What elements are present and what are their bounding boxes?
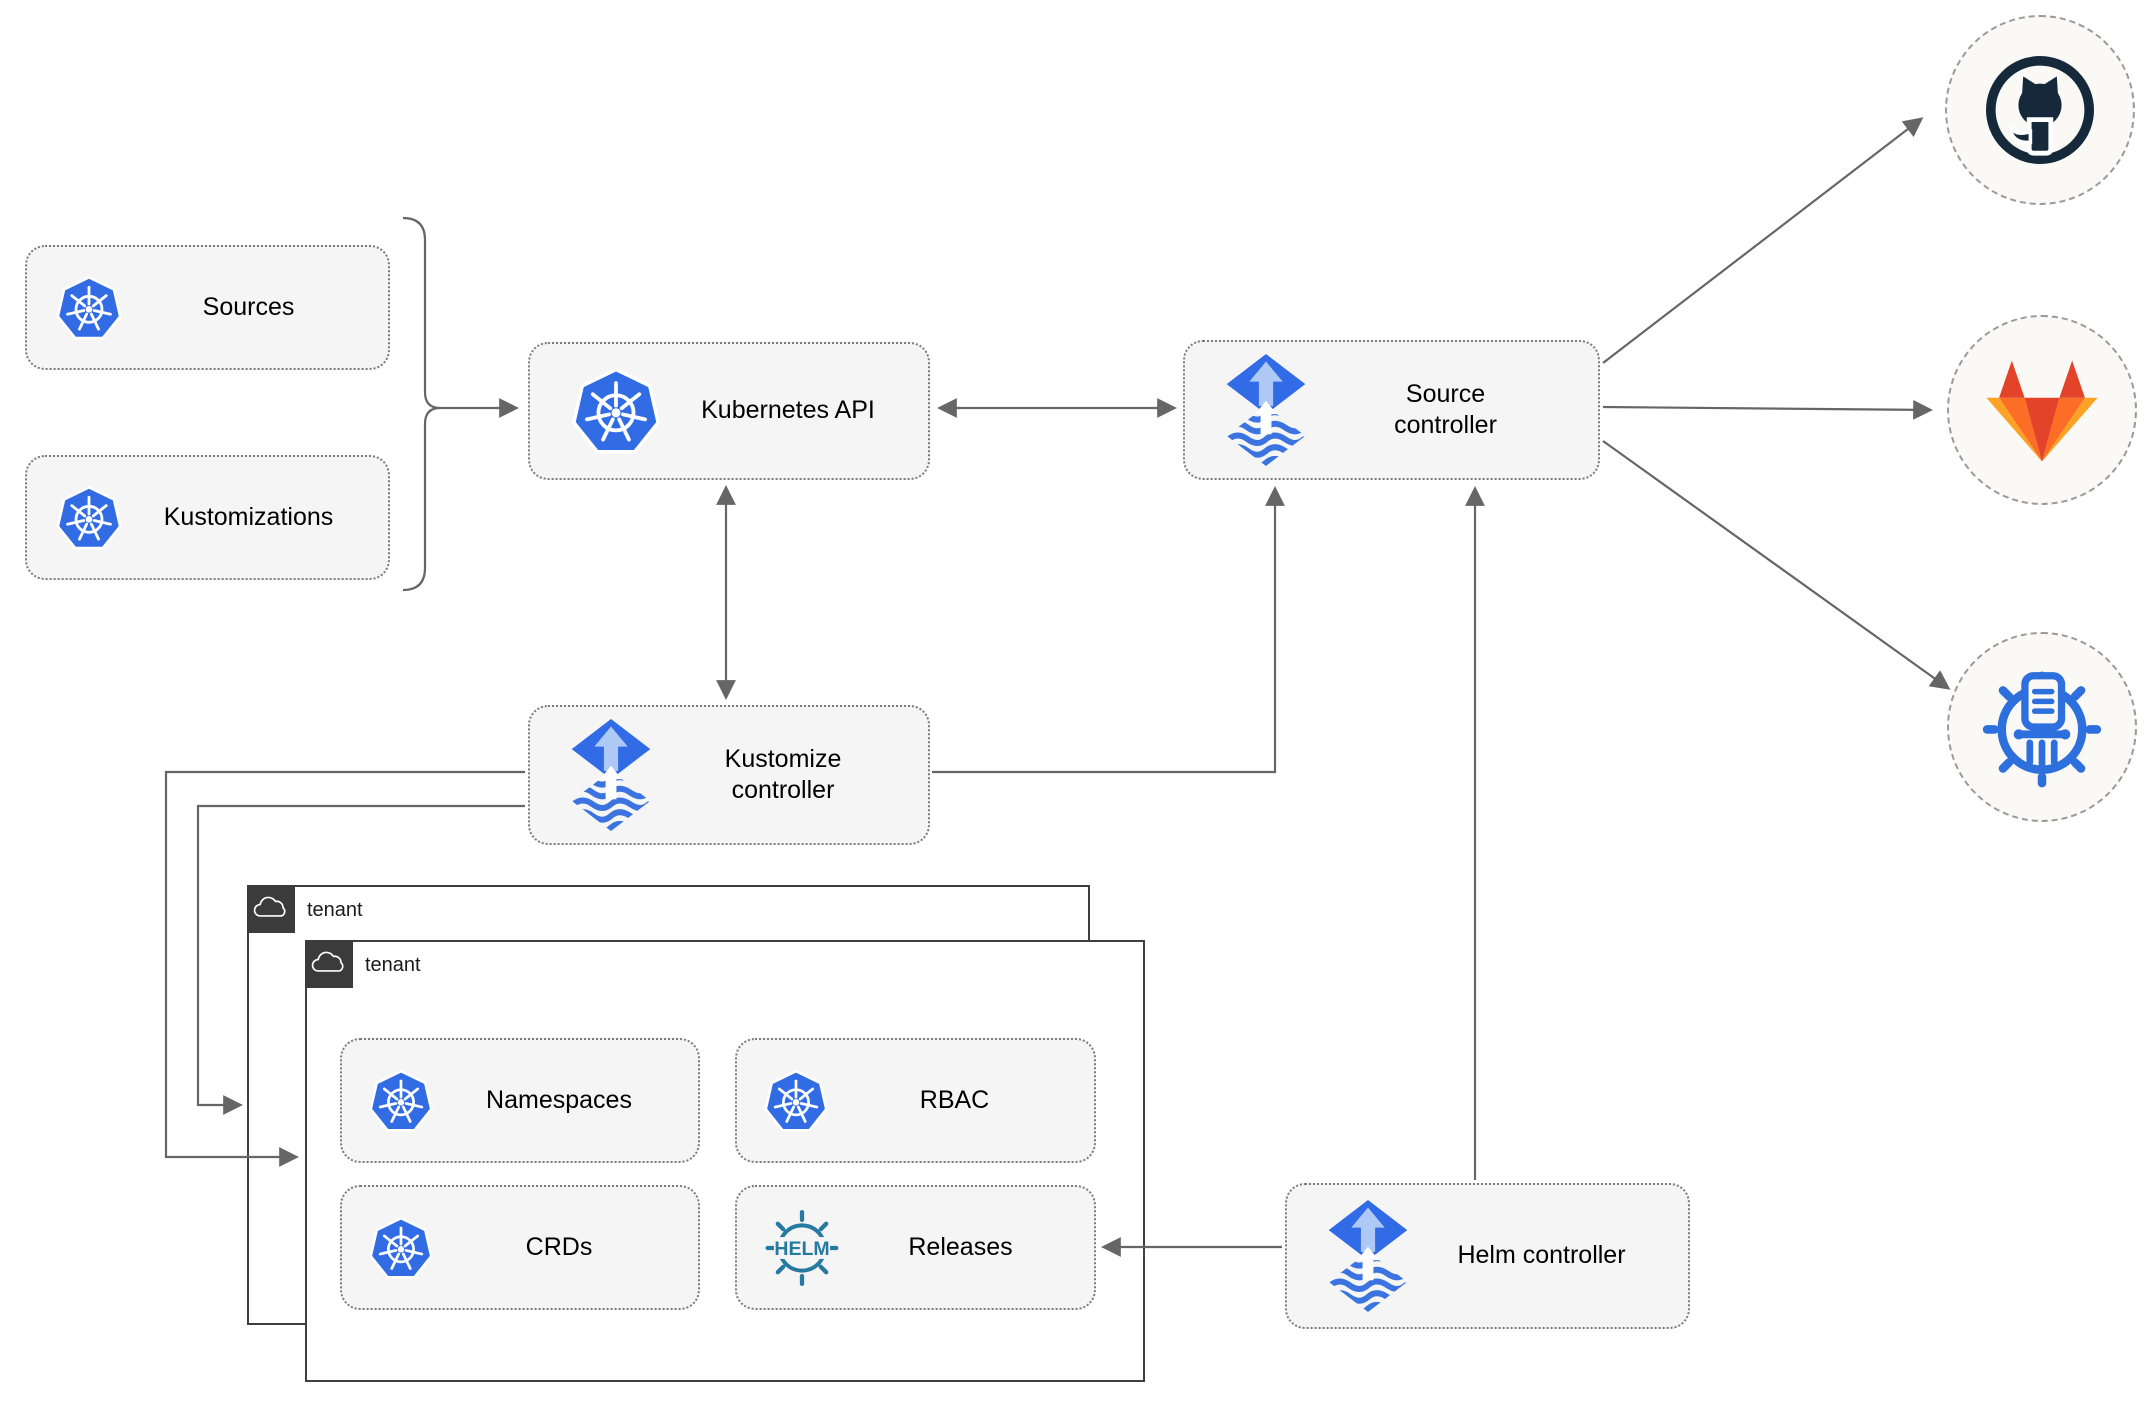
node-label: Helm controller — [1457, 1241, 1626, 1270]
node-kustomize-controller: Kustomize controller — [528, 705, 930, 845]
node-label: Namespaces — [486, 1085, 632, 1114]
node-source-controller: Source controller — [1183, 340, 1600, 480]
tenant-label: tenant — [365, 954, 421, 976]
chart-museum-icon — [1982, 671, 2102, 788]
endpoint-github — [1945, 15, 2135, 205]
node-crds: CRDs — [340, 1185, 700, 1310]
flux-icon — [570, 719, 652, 831]
kubernetes-icon — [55, 274, 123, 342]
node-label: Kustomizations — [163, 502, 334, 531]
flux-icon — [1327, 1200, 1409, 1312]
edge-source-github — [1602, 117, 1924, 364]
tenant-label: tenant — [307, 899, 363, 921]
node-kustomizations: Kustomizations — [25, 455, 390, 580]
edge-source-helmrepo — [1602, 440, 1951, 690]
kubernetes-icon — [55, 484, 123, 552]
edge-source-gitlab — [1602, 399, 1933, 420]
node-label: Source controller — [1394, 379, 1497, 439]
kubernetes-icon — [368, 1068, 434, 1134]
node-label: Kustomize controller — [724, 744, 842, 804]
node-label: Kubernetes API — [701, 396, 875, 425]
kubernetes-icon — [368, 1215, 434, 1281]
node-kubernetes-api: Kubernetes API — [528, 342, 930, 480]
node-label: Releases — [908, 1232, 1013, 1261]
helm-icon: HELM — [763, 1209, 841, 1287]
endpoint-helm-repository — [1947, 632, 2137, 822]
node-label: RBAC — [919, 1085, 990, 1114]
gitlab-tanuki-icon — [1986, 360, 2098, 462]
endpoint-gitlab — [1947, 315, 2137, 505]
kubernetes-icon — [570, 365, 662, 457]
node-rbac: RBAC — [735, 1038, 1096, 1163]
node-label: CRDs — [525, 1232, 593, 1261]
kubernetes-icon — [763, 1068, 829, 1134]
group-brace — [402, 216, 441, 592]
helm-logo-text: HELM — [774, 1238, 829, 1260]
github-octocat-icon — [1986, 56, 2094, 164]
node-helm-controller: Helm controller — [1285, 1183, 1690, 1329]
node-namespaces: Namespaces — [340, 1038, 700, 1163]
cloud-icon — [247, 885, 295, 933]
node-releases: HELM Releases — [735, 1185, 1096, 1310]
flux-icon — [1225, 354, 1307, 466]
node-label: Sources — [202, 292, 295, 321]
node-sources: Sources — [25, 245, 390, 370]
cloud-icon — [305, 940, 353, 988]
edge-kustomize-source — [932, 486, 1285, 774]
